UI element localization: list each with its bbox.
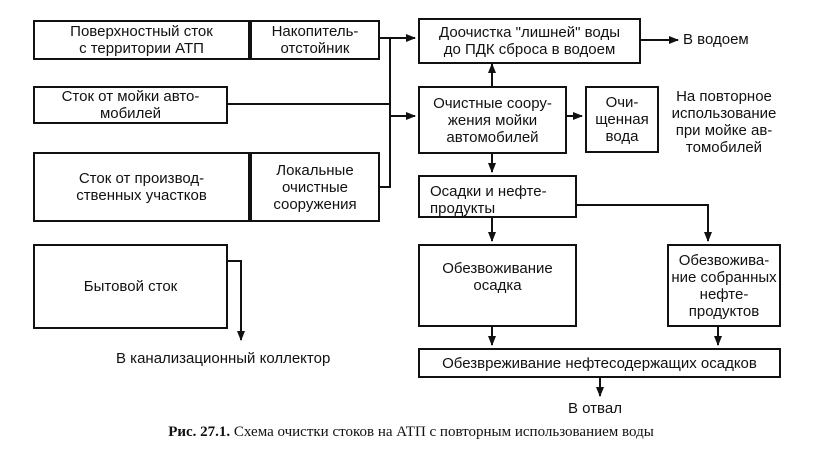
post-treatment-box: Доочистка "лишней" воды до ПДК сброса в … xyxy=(418,18,641,64)
settler-box: Накопитель- отстойник xyxy=(250,20,380,60)
domestic-runoff-box: Бытовой сток xyxy=(33,244,228,329)
figure-number: Рис. 27.1. xyxy=(168,424,231,440)
sludge-to-oil-arrow xyxy=(577,204,712,242)
sludge-dewatering-box: Обезвоживание осадка xyxy=(418,244,577,327)
figure-caption: Рис. 27.1. Схема очистки стоков на АТП с… xyxy=(0,424,822,441)
oil-dewatering-box: Обезвожива- ние собранных нефте- продукт… xyxy=(667,244,781,327)
reuse-label: На повторное использование при мойке ав-… xyxy=(671,88,777,156)
carwash-runoff-box: Сток от мойки авто- мобилей xyxy=(33,86,228,124)
carwash-treatment-box: Очистные соору- жения мойки автомобилей xyxy=(418,86,567,154)
figure-caption-text: Схема очистки стоков на АТП с повторным … xyxy=(230,424,654,440)
to-sewer-arrow xyxy=(228,260,245,341)
to-water-label: В водоем xyxy=(683,31,749,48)
to-dump-label: В отвал xyxy=(568,400,622,417)
production-runoff-box: Сток от производ- ственных участков xyxy=(33,152,250,222)
local-treatment-box: Локальные очистные сооружения xyxy=(250,152,380,222)
sludge-oil-box: Осадки и нефте- продукты xyxy=(418,175,577,218)
surface-runoff-box: Поверхностный сток с территории АТП xyxy=(33,20,250,60)
neutralization-box: Обезвреживание нефтесодержащих осадков xyxy=(418,348,781,378)
bus-line xyxy=(380,37,391,188)
to-sewer-label: В канализационный коллектор xyxy=(116,350,331,367)
purified-water-box: Очи- щенная вода xyxy=(585,86,659,153)
